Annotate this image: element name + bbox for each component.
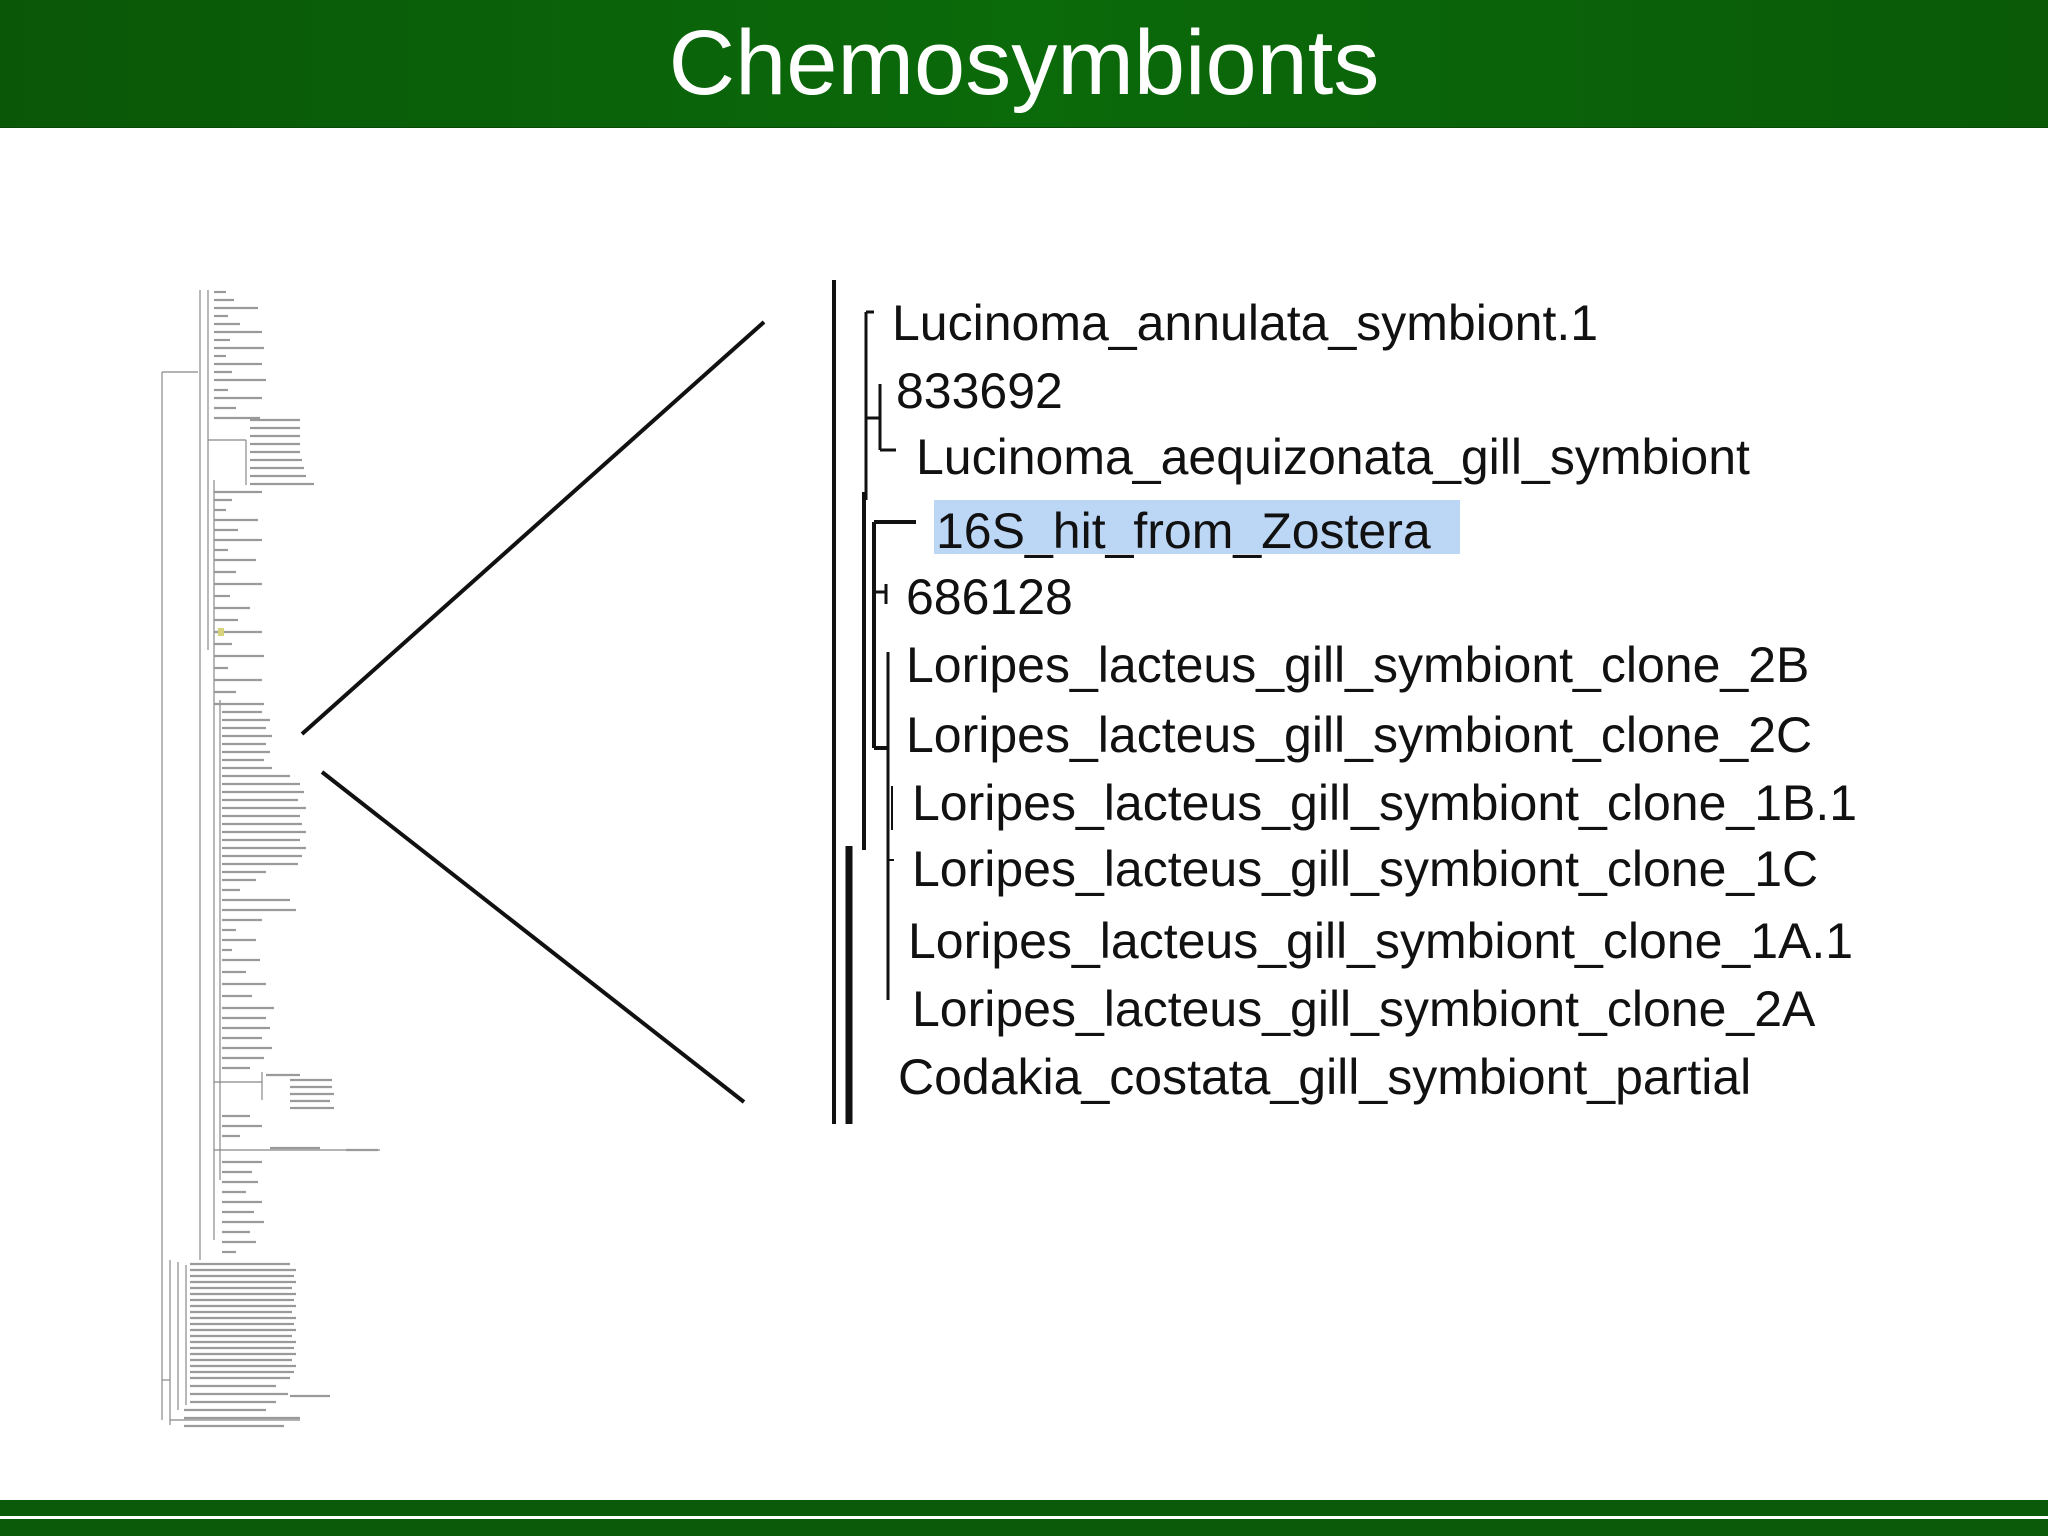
footer-band-top bbox=[0, 1500, 2048, 1516]
leaf-label-lucinoma-annulata: Lucinoma_annulata_symbiont.1 bbox=[892, 295, 1598, 351]
zoom-callout-lower-line bbox=[320, 770, 746, 1104]
leaf-labels: Lucinoma_annulata_symbiont.1 833692 Luci… bbox=[892, 295, 1857, 1105]
leaf-label-clone-1c: Loripes_lacteus_gill_symbiont_clone_1C bbox=[912, 841, 1818, 897]
leaf-label-clone-1a1: Loripes_lacteus_gill_symbiont_clone_1A.1 bbox=[908, 913, 1853, 969]
leaf-label-clone-2c: Loripes_lacteus_gill_symbiont_clone_2C bbox=[906, 707, 1812, 763]
leaf-label-833692: 833692 bbox=[896, 363, 1063, 419]
overview-highlight-marker bbox=[218, 628, 224, 636]
title-bar: Chemosymbionts bbox=[0, 0, 2048, 128]
leaf-label-clone-1b1: Loripes_lacteus_gill_symbiont_clone_1B.1 bbox=[912, 775, 1857, 831]
footer-band-bottom bbox=[0, 1519, 2048, 1536]
overview-leaf-labels bbox=[184, 290, 378, 1428]
leaf-label-16s-hit-from-zostera: 16S_hit_from_Zostera bbox=[936, 503, 1431, 559]
zoom-callout-upper-line bbox=[300, 320, 766, 736]
overview-tree bbox=[161, 290, 380, 1425]
zoomed-tree bbox=[832, 280, 916, 1124]
page-title: Chemosymbionts bbox=[668, 12, 1380, 114]
zostera-highlight bbox=[934, 500, 1460, 554]
leaf-label-686128: 686128 bbox=[906, 569, 1073, 625]
leaf-label-codakia-costata: Codakia_costata_gill_symbiont_partial bbox=[898, 1049, 1751, 1105]
leaf-label-lucinoma-aequizonata: Lucinoma_aequizonata_gill_symbiont bbox=[916, 429, 1750, 485]
leaf-label-clone-2a: Loripes_lacteus_gill_symbiont_clone_2A bbox=[912, 981, 1816, 1037]
leaf-label-clone-2b: Loripes_lacteus_gill_symbiont_clone_2B bbox=[906, 637, 1809, 693]
